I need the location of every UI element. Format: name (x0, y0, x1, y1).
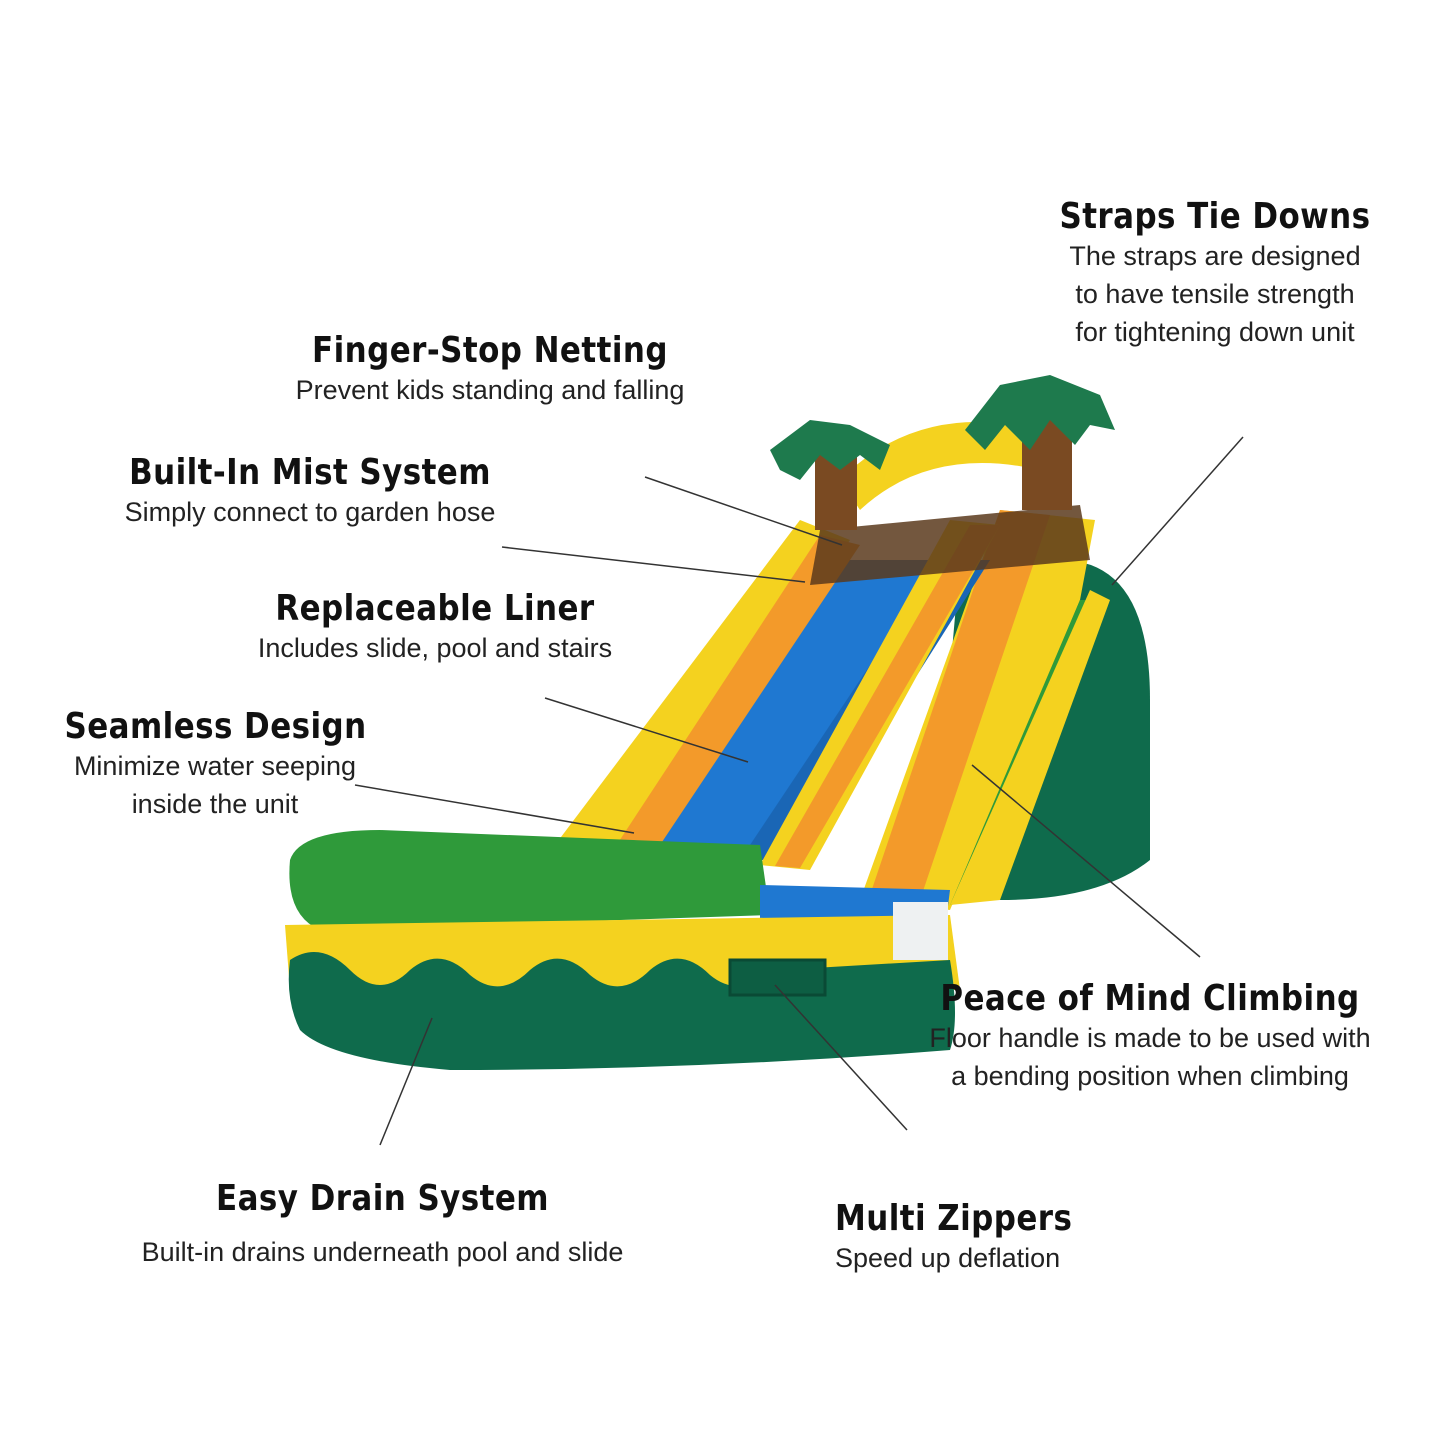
feature-description: Includes slide, pool and stairs (230, 629, 640, 667)
description-line: a bending position when climbing (951, 1061, 1349, 1091)
feature-description: Simply connect to garden hose (85, 493, 535, 531)
description-line: Simply connect to garden hose (124, 497, 496, 527)
slide-right-rail-orange (870, 510, 1050, 900)
palm-leaves-right (965, 375, 1115, 450)
description-line: Floor handle is made to be used with (929, 1023, 1371, 1053)
feature-title: Seamless Design (64, 706, 367, 747)
feature-netting: Finger-Stop Netting Prevent kids standin… (260, 330, 720, 409)
description-line: to have tensile strength (1075, 279, 1355, 309)
description-line: Prevent kids standing and falling (295, 375, 685, 405)
feature-title: Built-In Mist System (129, 452, 491, 493)
description-line: Minimize water seeping (73, 751, 357, 781)
floor-handle (728, 958, 827, 997)
feature-title: Peace of Mind Climbing (940, 978, 1360, 1019)
feature-description: Speed up deflation (835, 1239, 1095, 1277)
feature-title: Straps Tie Downs (1059, 196, 1371, 237)
feature-description: The straps are designed to have tensile … (1030, 237, 1400, 351)
description-line: Speed up deflation (835, 1243, 1061, 1273)
feature-description: Prevent kids standing and falling (260, 371, 720, 409)
feature-mist: Built-In Mist System Simply connect to g… (85, 452, 535, 531)
description-line: The straps are designed (1069, 241, 1361, 271)
palm-leaves-left (770, 420, 890, 480)
feature-drain: Easy Drain System Built-in drains undern… (100, 1178, 665, 1271)
feature-description: Floor handle is made to be used with a b… (895, 1019, 1405, 1095)
feature-title: Easy Drain System (215, 1178, 549, 1219)
feature-seamless: Seamless Design Minimize water seeping i… (40, 706, 390, 823)
slide-left-rail-orange (610, 535, 860, 860)
feature-title: Replaceable Liner (275, 588, 595, 629)
warning-label (893, 902, 948, 960)
feature-title: Finger-Stop Netting (312, 330, 668, 371)
description-line: inside the unit (131, 789, 299, 819)
top-arch (840, 421, 1040, 510)
description-line: Includes slide, pool and stairs (257, 633, 613, 663)
description-line: Built-in drains underneath pool and slid… (141, 1237, 624, 1267)
feature-zippers: Multi Zippers Speed up deflation (835, 1198, 1095, 1277)
feature-description: Built-in drains underneath pool and slid… (100, 1233, 665, 1271)
side-scallop (950, 590, 1110, 905)
feature-title: Multi Zippers (835, 1198, 1073, 1239)
feature-liner: Replaceable Liner Includes slide, pool a… (230, 588, 640, 667)
pool-rim (289, 830, 770, 930)
feature-climbing: Peace of Mind Climbing Floor handle is m… (895, 978, 1405, 1095)
feature-straps: Straps Tie Downs The straps are designed… (1030, 196, 1400, 351)
feature-description: Minimize water seeping inside the unit (40, 747, 390, 823)
description-line: for tightening down unit (1075, 317, 1355, 347)
leader-lines (354, 436, 1244, 1146)
finger-stop-netting (810, 505, 1090, 585)
slide-middle-rail-orange (775, 525, 1000, 868)
